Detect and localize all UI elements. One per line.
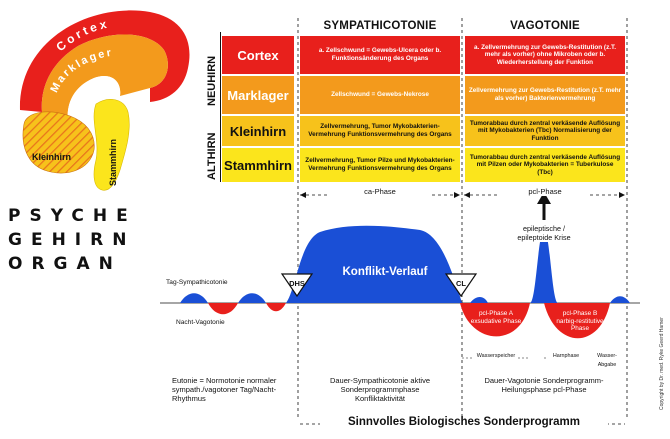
- sympathicotonie-header: SYMPATHICOTONIE: [323, 20, 437, 32]
- dhs-marker: [280, 273, 314, 298]
- row-label-marklager: Marklager: [222, 76, 294, 114]
- symp-kleinhirn-cell: Zellvermehrung, Tumor Mykobakterien-Verm…: [300, 116, 460, 146]
- tag-sympathicotonie-label: Tag-Sympathicotonie: [166, 279, 228, 286]
- tag-wave-2: [238, 293, 266, 303]
- vago-stammhirn-cell: Tumorabbau durch zentral verkäsende Aufl…: [465, 148, 625, 182]
- dhs-label: DHS: [289, 279, 305, 288]
- tag-wave-1: [180, 293, 208, 303]
- kleinhirn-brain-label: Kleinhirn: [32, 152, 71, 162]
- stammhirn-shape: [93, 99, 130, 191]
- brain-illustration: Cortex Marklager Kleinhirn Stammhirn: [19, 10, 190, 191]
- pcl-phase-label: pcl-Phase: [500, 187, 590, 196]
- cl-label: CL: [456, 279, 466, 288]
- pcl-b-trough: [544, 303, 610, 339]
- nacht-wave-2: [266, 303, 286, 312]
- symp-marklager-cell: Zellschwund = Gewebs-Nekrose: [300, 76, 460, 114]
- tag-wave-4: [610, 296, 630, 303]
- footer-title: Sinnvolles Biologisches Sonderprogramm: [320, 416, 608, 428]
- row-label-cortex: Cortex: [222, 36, 294, 74]
- pcl-phase-a-label: pcl-Phase A exsudative Phase: [470, 310, 522, 325]
- symp-stammhirn-cell: Zellvermehrung, Tumor Pilze und Mykobakt…: [300, 148, 460, 182]
- side-bracket: [220, 32, 221, 182]
- copyright-note: Copyright by Dr. med. Ryke Geerd Hamer: [659, 317, 665, 410]
- conflict-plateau: [286, 225, 462, 303]
- vago-kleinhirn-cell: Tumorabbau durch zentral verkäsende Aufl…: [465, 116, 625, 146]
- vago-marklager-cell: Zellvermehrung zur Gewebs-Restitution (z…: [465, 76, 625, 114]
- stammhirn-brain-label: Stammhirn: [108, 139, 118, 186]
- phase-note-3: Wasser-Abgabe: [592, 352, 622, 370]
- phase-note-2: Harnphase: [546, 352, 586, 361]
- dauer-vago-caption: Dauer-Vagotonie Sonderprogramm-Heilungsp…: [484, 376, 604, 394]
- organ-label: ORGAN: [8, 254, 122, 274]
- marklager-shape: [41, 34, 168, 120]
- cortex-shape: [19, 10, 190, 112]
- dauer-symp-caption: Dauer-Sympathicotonie aktive Sonderprogr…: [329, 376, 431, 403]
- gehirn-label: GEHIRN: [8, 230, 136, 250]
- kleinhirn-shape: [22, 111, 95, 174]
- vagotonie-header: VAGOTONIE: [510, 20, 580, 32]
- phase-note-1: Wasserspeicher: [474, 352, 518, 361]
- epileptic-spike: [530, 228, 558, 303]
- konflikt-verlauf-label: Konflikt-Verlauf: [342, 266, 428, 278]
- epileptic-crisis-label: epileptische / epileptoide Krise: [506, 224, 582, 242]
- pcl-a-trough: [460, 303, 530, 337]
- cl-marker: [444, 273, 478, 298]
- psyche-label: PSYCHE: [8, 206, 137, 226]
- pcl-phase-b-label: pcl-Phase B narbig-restitutive Phase: [556, 310, 604, 333]
- vago-cortex-cell: a. Zellvermehrung zur Gewebs-Restitution…: [465, 36, 625, 74]
- row-label-stammhirn: Stammhirn: [222, 148, 294, 182]
- nacht-wave-1: [208, 303, 238, 315]
- eutonie-caption: Eutonie = Normotonie normaler sympath./v…: [172, 376, 277, 403]
- nacht-vagotonie-label: Nacht-Vagotonie: [176, 319, 225, 326]
- tag-wave-3: [470, 297, 488, 303]
- symp-cortex-cell: a. Zellschwund = Gewebs-Ulcera oder b. F…: [300, 36, 460, 74]
- row-label-kleinhirn: Kleinhirn: [222, 116, 294, 146]
- ca-phase-label: ca-Phase: [330, 187, 430, 196]
